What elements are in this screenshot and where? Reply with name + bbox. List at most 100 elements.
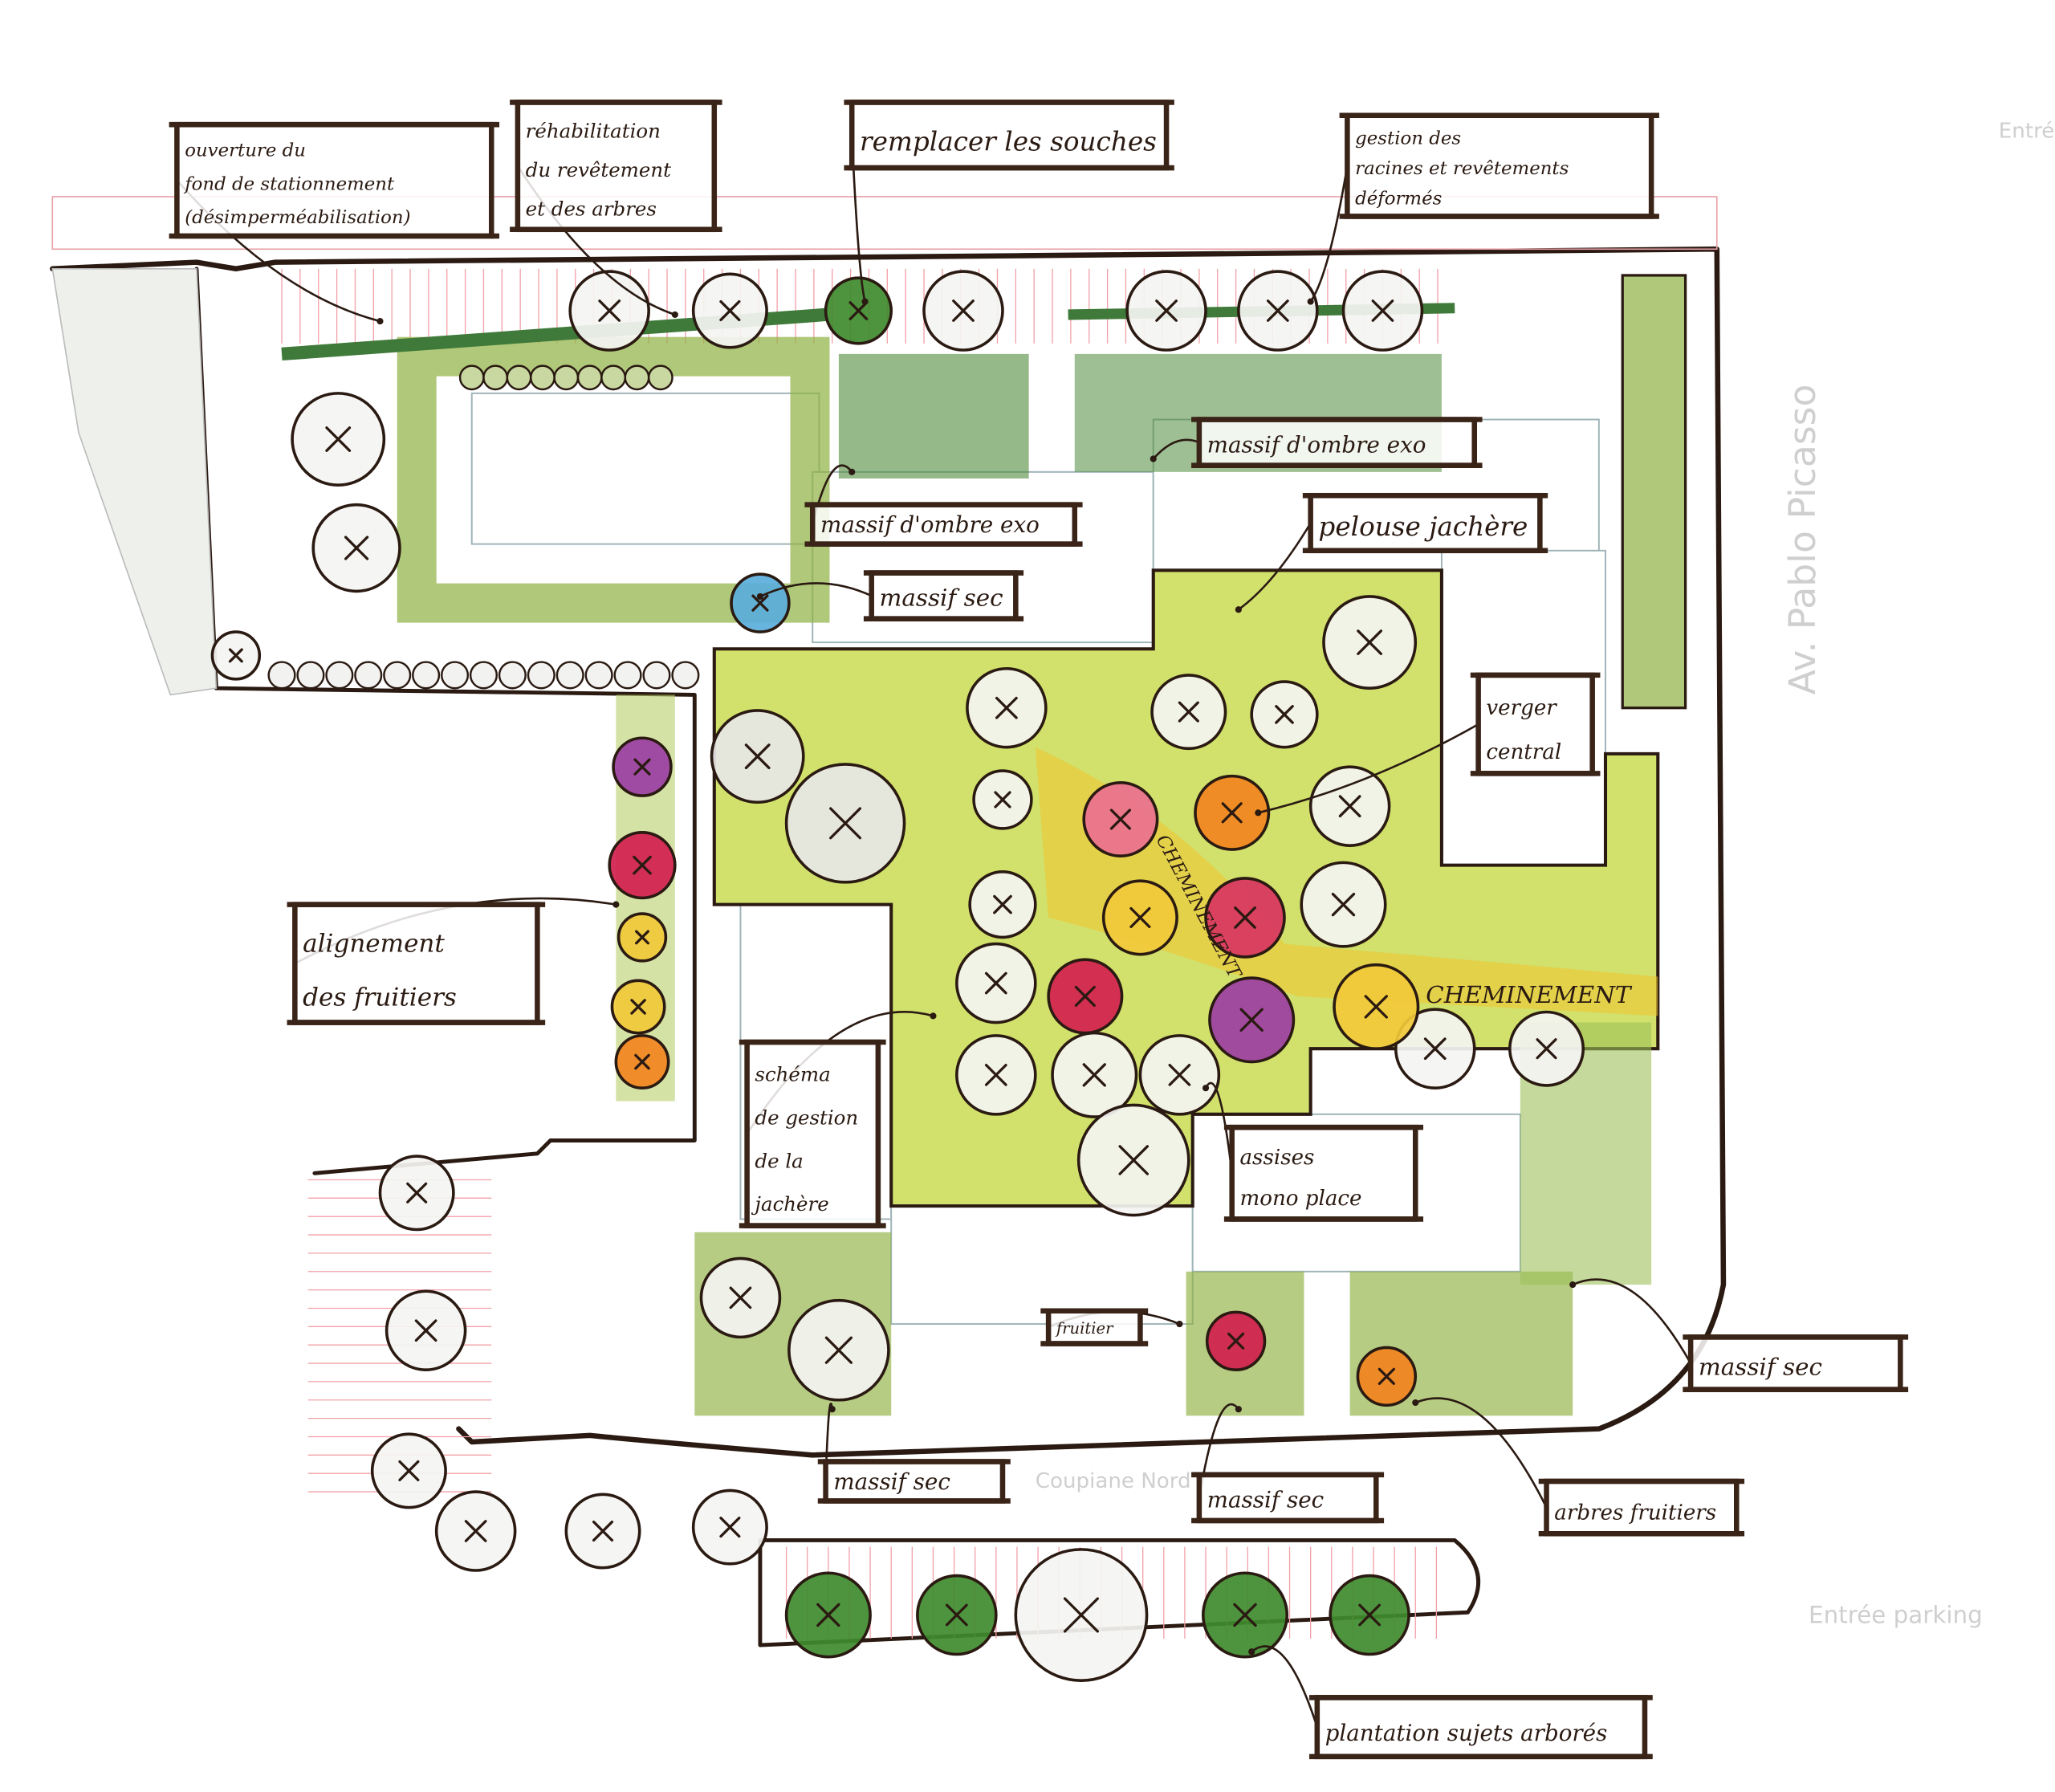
tree-trunk-mark [325,426,352,452]
tree-trunk-mark [994,791,1011,808]
tree [614,1034,670,1089]
leader-dot [756,593,764,601]
leader-line [1414,1397,1548,1509]
leader-dot [1235,606,1242,613]
tree [691,1489,768,1566]
annotation-fruitier: fruitier [1040,1308,1183,1346]
tree [1150,674,1227,751]
leader-dot [828,1406,836,1413]
annotation-text: pelouse jachère [1318,511,1528,542]
annotation-text: schéma [755,1063,830,1086]
tree [972,769,1033,830]
tree [1051,1031,1138,1118]
street-labels: Av. Pablo Picasso Entrée parking Coupian… [1036,120,2055,1629]
tree-trunk-mark [1364,995,1388,1019]
annotation-massif-sec-3: massif sec [817,1403,1011,1504]
tree-trunk-mark [635,930,649,945]
annotation-text: de la [755,1149,803,1172]
tree [291,392,386,487]
shrub [506,365,532,391]
tree-trunk-mark [634,1053,650,1070]
tree [610,979,666,1035]
tree [1300,861,1387,948]
annotation-massif-sec-1: massif sec [756,570,1024,621]
annotation-text: ouverture du [185,140,306,161]
annotation-text: (désimperméabilisation) [185,207,410,228]
annotation-text: massif sec [1207,1487,1325,1513]
annotation-text: gestion des [1355,128,1461,149]
tree-trunk-mark [1109,808,1131,830]
tree [1356,1346,1418,1407]
annotation-text: plantation sujets arborés [1325,1720,1608,1746]
tree [968,870,1037,939]
shrub [624,365,650,391]
tree [612,736,673,797]
tree-trunk-mark [1082,1063,1106,1087]
tree-trunk-mark [633,855,652,875]
leader-line [1250,1645,1319,1729]
leader-dot [1255,809,1262,817]
leader-dot [1235,1406,1242,1413]
tree-trunk-mark [729,1286,752,1309]
tree [922,270,1004,352]
shrub [458,365,485,391]
tree-trunk-mark [816,1603,840,1627]
site-boundary [50,196,1727,1647]
leader-line [1204,1081,1233,1175]
tree [1076,1103,1190,1217]
tree-trunk-mark [1178,701,1199,723]
annotation-ouverture-stationnement: ouverture du fond de stationnement (désimp… [169,121,500,325]
tree-trunk-mark [751,594,769,612]
tree [608,831,677,900]
annotation-text: massif sec [833,1468,950,1495]
annotation-text: réhabilitation [526,120,661,143]
annotation-text: de gestion [755,1106,858,1129]
annotation-text: du revêtement [526,158,671,181]
leader-dot [376,318,384,325]
annotation-text: fond de stationnement [183,173,395,194]
tree-trunk-mark [464,1520,487,1542]
leader-dot [848,468,856,475]
tree [1205,1310,1267,1371]
massif-east-strip [1621,274,1687,710]
shrub [325,661,354,690]
tree-trunk-mark [829,807,862,840]
tree [1101,879,1178,956]
leader-dot [1307,298,1314,305]
leader-dot [1412,1399,1419,1407]
annotation-arbres-fruitiers: arbres fruitiers [1412,1397,1745,1537]
shrub [482,365,509,391]
annotation-text: assises [1239,1146,1314,1170]
leader-dot [612,901,620,908]
tree-trunk-mark [995,696,1018,719]
tree [966,666,1048,749]
tree [1014,1548,1149,1682]
tree-trunk-mark [1338,795,1361,818]
shrub [296,661,325,690]
shrub [553,365,580,391]
tree-trunk-mark [993,894,1012,914]
tree [699,1256,782,1339]
annotation-text: massif d'ombre exo [820,511,1040,538]
shrub [647,365,673,391]
leader-dot [1150,455,1157,462]
tree-trunk-mark [1063,1597,1099,1633]
tree-trunk-mark [1358,1603,1382,1627]
shrub [412,661,441,690]
tree [1250,680,1319,749]
shrub [527,661,555,690]
tree-trunk-mark [1118,1145,1150,1175]
tree [378,1155,455,1232]
shrub [530,365,555,391]
annotation-text: remplacer les souches [860,126,1157,157]
tree [564,1493,641,1570]
annotation-text: fruitier [1055,1319,1114,1338]
annotation-frame [809,502,1078,547]
annotation-text: déformés [1355,189,1442,210]
tree [784,763,906,884]
tree [1204,877,1286,959]
tree-trunk-mark [1377,1367,1395,1385]
leader-dot [1202,1085,1210,1092]
